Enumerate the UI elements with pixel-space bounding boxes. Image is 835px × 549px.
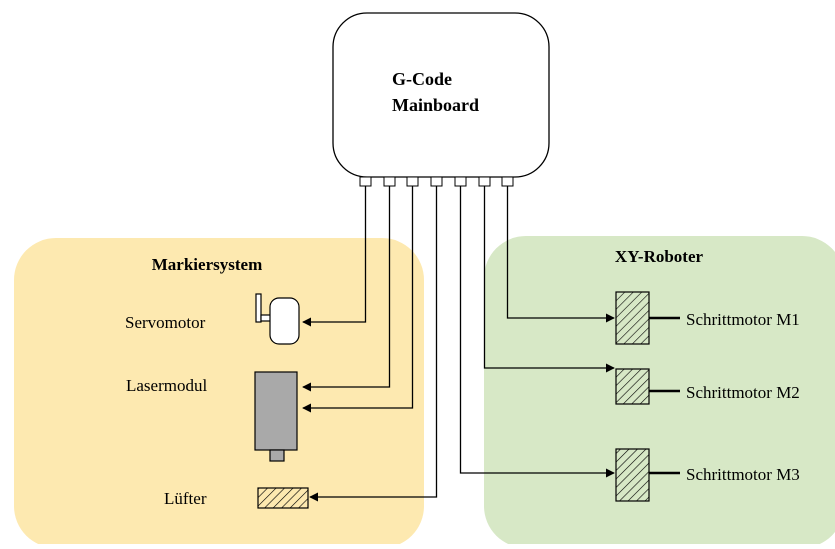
wire-luefter	[309, 186, 438, 502]
laser-module-icon	[254, 371, 298, 462]
connector-6	[478, 176, 491, 187]
markiersystem-title: Markiersystem	[152, 255, 262, 274]
wire-servomotor	[302, 186, 367, 327]
wire-laser-2	[302, 186, 414, 413]
markiersystem-group	[14, 238, 424, 548]
stepper-motor-m2-icon	[615, 368, 680, 405]
connector-5	[454, 176, 467, 187]
connector-2	[383, 176, 396, 187]
wire-motor-m1	[506, 186, 615, 323]
mainboard-connectors	[359, 176, 514, 187]
mainboard-title-line1: G-Code	[392, 69, 452, 89]
connector-1	[359, 176, 372, 187]
connector-4	[430, 176, 443, 187]
motor-m1-label: Schrittmotor M1	[686, 310, 800, 329]
connector-3	[406, 176, 419, 187]
wire-motor-m3	[459, 186, 615, 478]
servomotor-label: Servomotor	[125, 313, 206, 332]
servomotor-icon	[255, 293, 300, 345]
stepper-motor-m3-icon	[615, 448, 680, 502]
stepper-motor-m1-icon	[615, 291, 680, 345]
xy-roboter-title: XY-Roboter	[615, 247, 704, 266]
wire-laser-1	[302, 186, 391, 392]
connector-7	[501, 176, 514, 187]
motor-m3-label: Schrittmotor M3	[686, 465, 800, 484]
lasermodul-label: Lasermodul	[126, 376, 207, 395]
luefter-icon	[257, 487, 309, 509]
mainboard-title-line2: Mainboard	[392, 95, 479, 115]
luefter-label: Lüfter	[164, 489, 207, 508]
motor-m2-label: Schrittmotor M2	[686, 383, 800, 402]
wire-motor-m2	[483, 186, 615, 373]
